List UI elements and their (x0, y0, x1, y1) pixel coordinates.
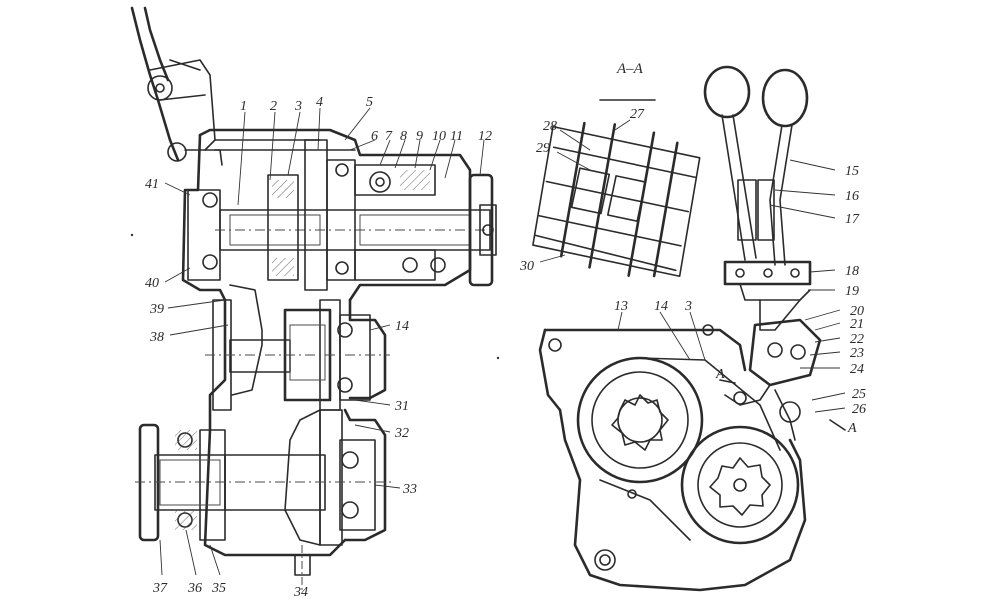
detail-inset (532, 121, 701, 278)
callout: 8 (400, 129, 407, 144)
callout: 39 (149, 302, 164, 317)
callout: 9 (416, 129, 423, 144)
callout: 14 (395, 319, 409, 334)
callout: 1 (240, 99, 247, 114)
callout: 34 (293, 585, 308, 600)
callout: 24 (850, 362, 864, 377)
callout: 32 (394, 426, 409, 441)
cut-mark: A (715, 367, 725, 382)
callout: 28 (543, 119, 557, 134)
callout: 19 (845, 284, 859, 299)
callout: 31 (394, 399, 409, 414)
callout: 41 (145, 177, 159, 192)
callout: 27 (630, 107, 645, 122)
callout: 18 (845, 264, 859, 279)
callout: 23 (850, 346, 864, 361)
callout: 12 (478, 129, 492, 144)
callout: 36 (187, 581, 202, 596)
callout: 40 (145, 276, 159, 291)
callout: 14 (654, 299, 668, 314)
callout: 13 (614, 299, 628, 314)
callout: 26 (852, 402, 866, 417)
callout: 30 (519, 259, 534, 274)
callout: 4 (316, 95, 323, 110)
callout: 6 (371, 129, 378, 144)
callout: 3 (294, 99, 302, 114)
callout: 5 (366, 95, 373, 110)
callout: 33 (402, 482, 417, 497)
callout: 25 (852, 387, 866, 402)
callout: 2 (270, 99, 277, 114)
callout: 15 (845, 164, 859, 179)
section-label: A–A (616, 61, 644, 77)
callout: 10 (432, 129, 446, 144)
side-view: 13 14 3 15 16 17 18 19 20 21 22 23 24 25… (538, 65, 866, 592)
callout: 11 (450, 129, 463, 144)
longitudinal-section: 1 2 3 4 5 6 7 8 9 10 11 12 41 40 39 38 1… (130, 6, 497, 600)
inset-callouts: 28 27 29 30 (519, 107, 645, 274)
callout: 22 (850, 332, 864, 347)
callout: 35 (211, 581, 226, 596)
callout: 3 (684, 299, 692, 314)
cut-mark: A (847, 421, 857, 436)
left-callouts: 1 2 3 4 5 6 7 8 9 10 11 12 41 40 39 38 1… (145, 95, 492, 600)
callout: 37 (152, 581, 168, 596)
callout: 16 (845, 189, 859, 204)
callout: 17 (845, 212, 860, 227)
callout: 7 (385, 129, 393, 144)
callout: 29 (536, 141, 550, 156)
callout: 20 (850, 304, 864, 319)
right-callouts: 13 14 3 15 16 17 18 19 20 21 22 23 24 25… (614, 164, 866, 436)
callout: 38 (149, 330, 164, 345)
callout: 21 (850, 317, 864, 332)
